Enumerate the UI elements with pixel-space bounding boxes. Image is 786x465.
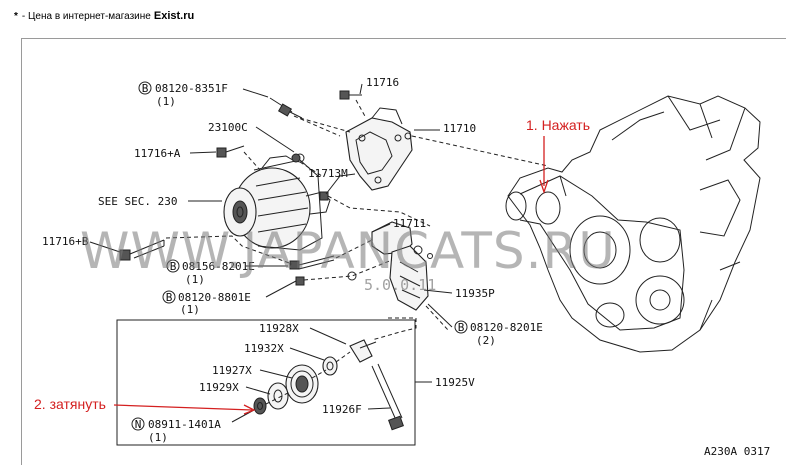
bracket-11711	[347, 221, 433, 311]
note-text: - Цена в интернет-магазине	[21, 11, 151, 22]
label-11716a: 11716+A	[134, 147, 181, 160]
label-11927x: 11927X	[212, 364, 252, 377]
bolt-11716b	[119, 239, 165, 261]
qty-08120-8351f: (1)	[156, 95, 176, 108]
label-08156-8201e: 08156-8201E	[182, 260, 255, 273]
qty-08911-1401a: (1)	[148, 431, 168, 444]
bracket-11710	[345, 107, 413, 191]
annotation-press: 1. Нажать	[526, 117, 590, 133]
qty-08120-8801e: (1)	[180, 303, 200, 316]
bolt-08156	[289, 255, 335, 270]
watermark-version: 5.0.0.11	[364, 276, 436, 294]
qty-08156-8201e: (1)	[185, 273, 205, 286]
note-star: *	[14, 11, 18, 22]
label-11932x: 11932X	[244, 342, 284, 355]
shop-link[interactable]: Exist.ru	[153, 10, 195, 22]
label-11711: 11711	[393, 217, 426, 230]
bolt-type-marker: B	[170, 260, 177, 273]
label-11716b: 11716+B	[42, 235, 89, 248]
diagram-code: A230A 0317	[704, 445, 770, 458]
qty-08120-8201e: (2)	[476, 334, 496, 347]
label-11713m: 11713M	[308, 167, 348, 180]
label-11935p: 11935P	[455, 287, 495, 300]
idler-inset	[116, 319, 416, 446]
alternator	[223, 153, 331, 251]
annotation-tighten: 2. затянуть	[34, 396, 106, 412]
bolt-type-marker: B	[458, 321, 465, 334]
part-label-08156-8201e: B 08156-8201E (1)	[166, 259, 255, 286]
label-08911-1401a: 08911-1401A	[148, 418, 221, 431]
watermark: WWW.JAPANCATS.RU	[80, 222, 616, 280]
bolt-08120-8351f	[269, 97, 303, 119]
nut-type-marker: N	[135, 418, 142, 431]
part-label-08120-8201e: B 08120-8201E (2)	[454, 320, 543, 347]
label-08120-8351f: 08120-8351F	[155, 82, 228, 95]
label-11929x: 11929X	[199, 381, 239, 394]
diagram-frame	[21, 38, 786, 465]
label-08120-8801e: 08120-8801E	[178, 291, 251, 304]
part-label-08911-1401a: N 08911-1401A (1)	[131, 417, 221, 444]
label-08120-8201e: 08120-8201E	[470, 321, 543, 334]
bolt-type-marker: B	[166, 291, 173, 304]
bolt-11716	[339, 90, 362, 100]
bolt-type-marker: B	[142, 82, 149, 95]
part-label-08120-8351f: B 08120-8351F (1)	[138, 81, 228, 108]
nut-23100c	[291, 153, 301, 163]
label-11925v: 11925V	[435, 376, 475, 389]
bolt-11716a	[216, 145, 245, 158]
label-23100c: 23100C	[208, 121, 248, 134]
label-11926f: 11926F	[322, 403, 362, 416]
engine-block	[505, 95, 761, 353]
label-11710: 11710	[443, 122, 476, 135]
label-11928x: 11928X	[259, 322, 299, 335]
label-11716: 11716	[366, 76, 399, 89]
part-label-08120-8801e: B 08120-8801E (1)	[162, 290, 251, 316]
label-see-sec-230: SEE SEC. 230	[98, 195, 177, 208]
